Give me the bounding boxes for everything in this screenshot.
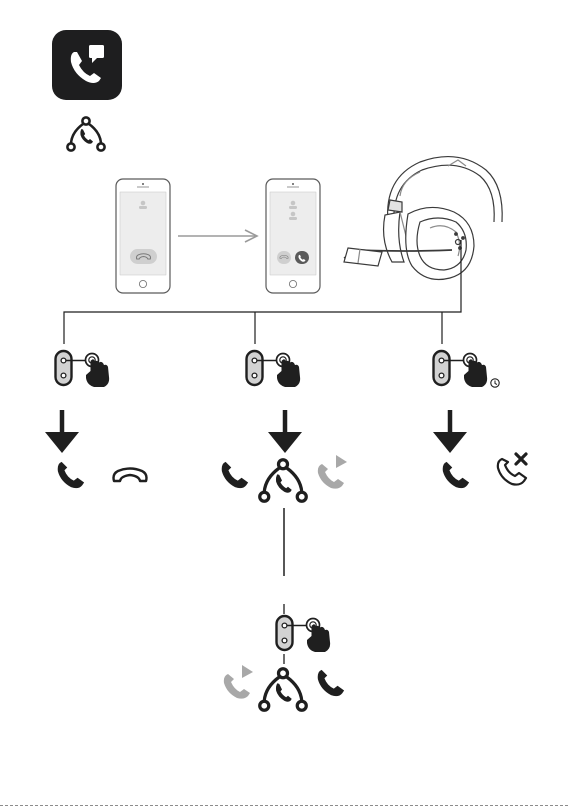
call-switch-icon — [260, 669, 307, 711]
short-press-gesture — [56, 351, 110, 387]
call-switch-icon — [67, 117, 104, 150]
result-arrow — [433, 410, 467, 453]
hang-up-icon — [114, 469, 147, 482]
result-arrow — [268, 410, 302, 453]
phone-answer-icon — [443, 462, 469, 488]
long-press-timer-icon — [491, 379, 499, 387]
result-arrow — [45, 410, 79, 453]
phone-answer-icon — [222, 462, 248, 488]
call-reject-icon — [498, 454, 526, 485]
phone-answer-icon — [318, 670, 344, 696]
call-switch-icon — [260, 460, 307, 502]
phone-incoming-call — [116, 179, 170, 293]
short-press-gesture — [277, 616, 331, 652]
headset-illustration — [344, 157, 502, 280]
long-press-gesture — [434, 351, 488, 387]
call-hold-icon — [318, 455, 347, 489]
phone-answer-icon — [58, 462, 84, 488]
short-press-gesture — [247, 351, 301, 387]
page-footer-divider — [0, 805, 568, 806]
phone-call-waiting — [266, 179, 320, 293]
call-hold-icon — [224, 665, 253, 699]
